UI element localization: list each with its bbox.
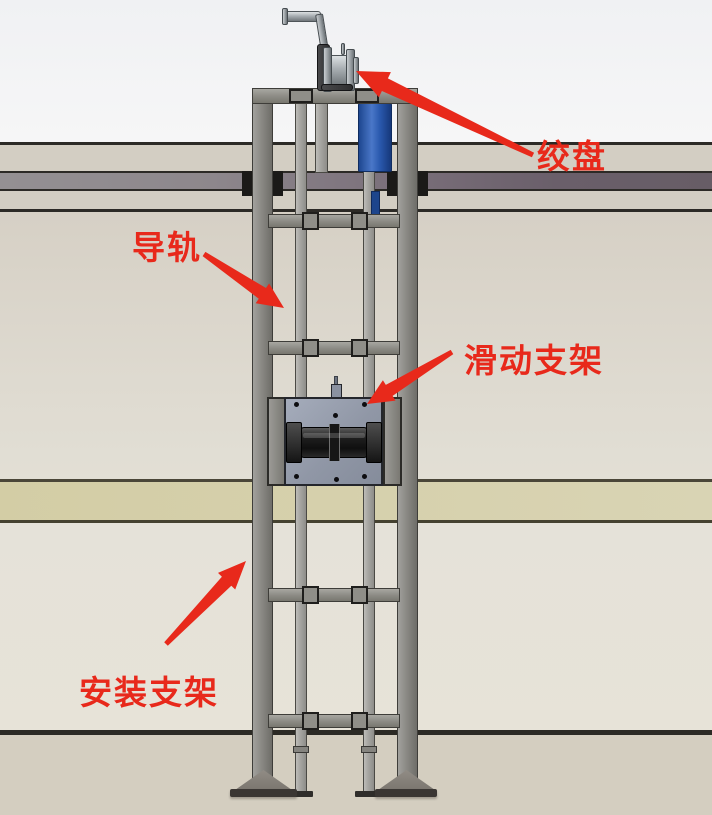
horizontal-support-beam — [0, 173, 712, 190]
beam-clamp — [242, 171, 252, 196]
rung-tab — [302, 339, 319, 357]
ground-line — [0, 730, 712, 735]
ground — [0, 735, 712, 815]
edge-line — [0, 209, 712, 212]
left-foot-plate — [230, 789, 297, 797]
frame-rung-3 — [268, 588, 400, 602]
beam-clamp — [273, 171, 283, 196]
label-guide-rail: 导轨 — [132, 228, 202, 267]
rung-tab — [351, 586, 368, 604]
bracket-bolt — [294, 402, 299, 407]
rung-tab — [351, 212, 368, 230]
edge-line — [0, 189, 712, 191]
rail-collar-left — [293, 746, 309, 753]
label-mounting-bracket: 安装支架 — [79, 673, 219, 712]
wall-panel-lower — [0, 523, 712, 732]
rung-tab — [302, 212, 319, 230]
rung-tab — [302, 586, 319, 604]
bracket-right-flange — [383, 397, 402, 486]
winch-hub — [353, 57, 359, 84]
frame-rung-2 — [268, 341, 400, 355]
winch-base — [321, 84, 353, 91]
bracket-bolt — [362, 474, 367, 479]
rail-collar-right — [361, 746, 377, 753]
bracket-bolt — [294, 474, 299, 479]
winch-drum-flange-left — [323, 47, 332, 92]
beam-clamp — [418, 171, 428, 196]
edge-line — [0, 520, 712, 523]
rail-foot-left — [287, 791, 313, 797]
wall-strip-lower — [0, 191, 712, 210]
roller-flange-left — [286, 422, 302, 463]
winch-pawl-pin — [341, 43, 345, 55]
center-strut — [315, 101, 328, 173]
label-sliding-bracket: 滑动支架 — [464, 341, 604, 380]
rung-tab — [351, 339, 368, 357]
khaki-rail-strip — [0, 482, 712, 521]
rung-tab — [351, 712, 368, 730]
right-foot-plate — [375, 789, 437, 797]
top-beam-rail-tab — [355, 89, 379, 103]
roller-center-rib — [329, 424, 340, 461]
rung-tab — [302, 712, 319, 730]
frame-rung-1 — [268, 214, 400, 228]
frame-rung-4 — [268, 714, 400, 728]
winch-handle-flange — [282, 8, 288, 25]
rail-foot-right — [355, 791, 382, 797]
roller-highlight — [303, 433, 365, 438]
bracket-bolt — [333, 413, 338, 418]
edge-line — [0, 171, 712, 173]
bracket-bolt — [334, 477, 339, 482]
beam-clamp — [387, 171, 397, 196]
top-beam-rail-tab — [289, 89, 313, 103]
actuator-body — [358, 103, 392, 172]
roller-flange-right — [366, 422, 382, 463]
label-winch: 绞盘 — [537, 137, 607, 176]
bracket-bolt — [362, 402, 367, 407]
